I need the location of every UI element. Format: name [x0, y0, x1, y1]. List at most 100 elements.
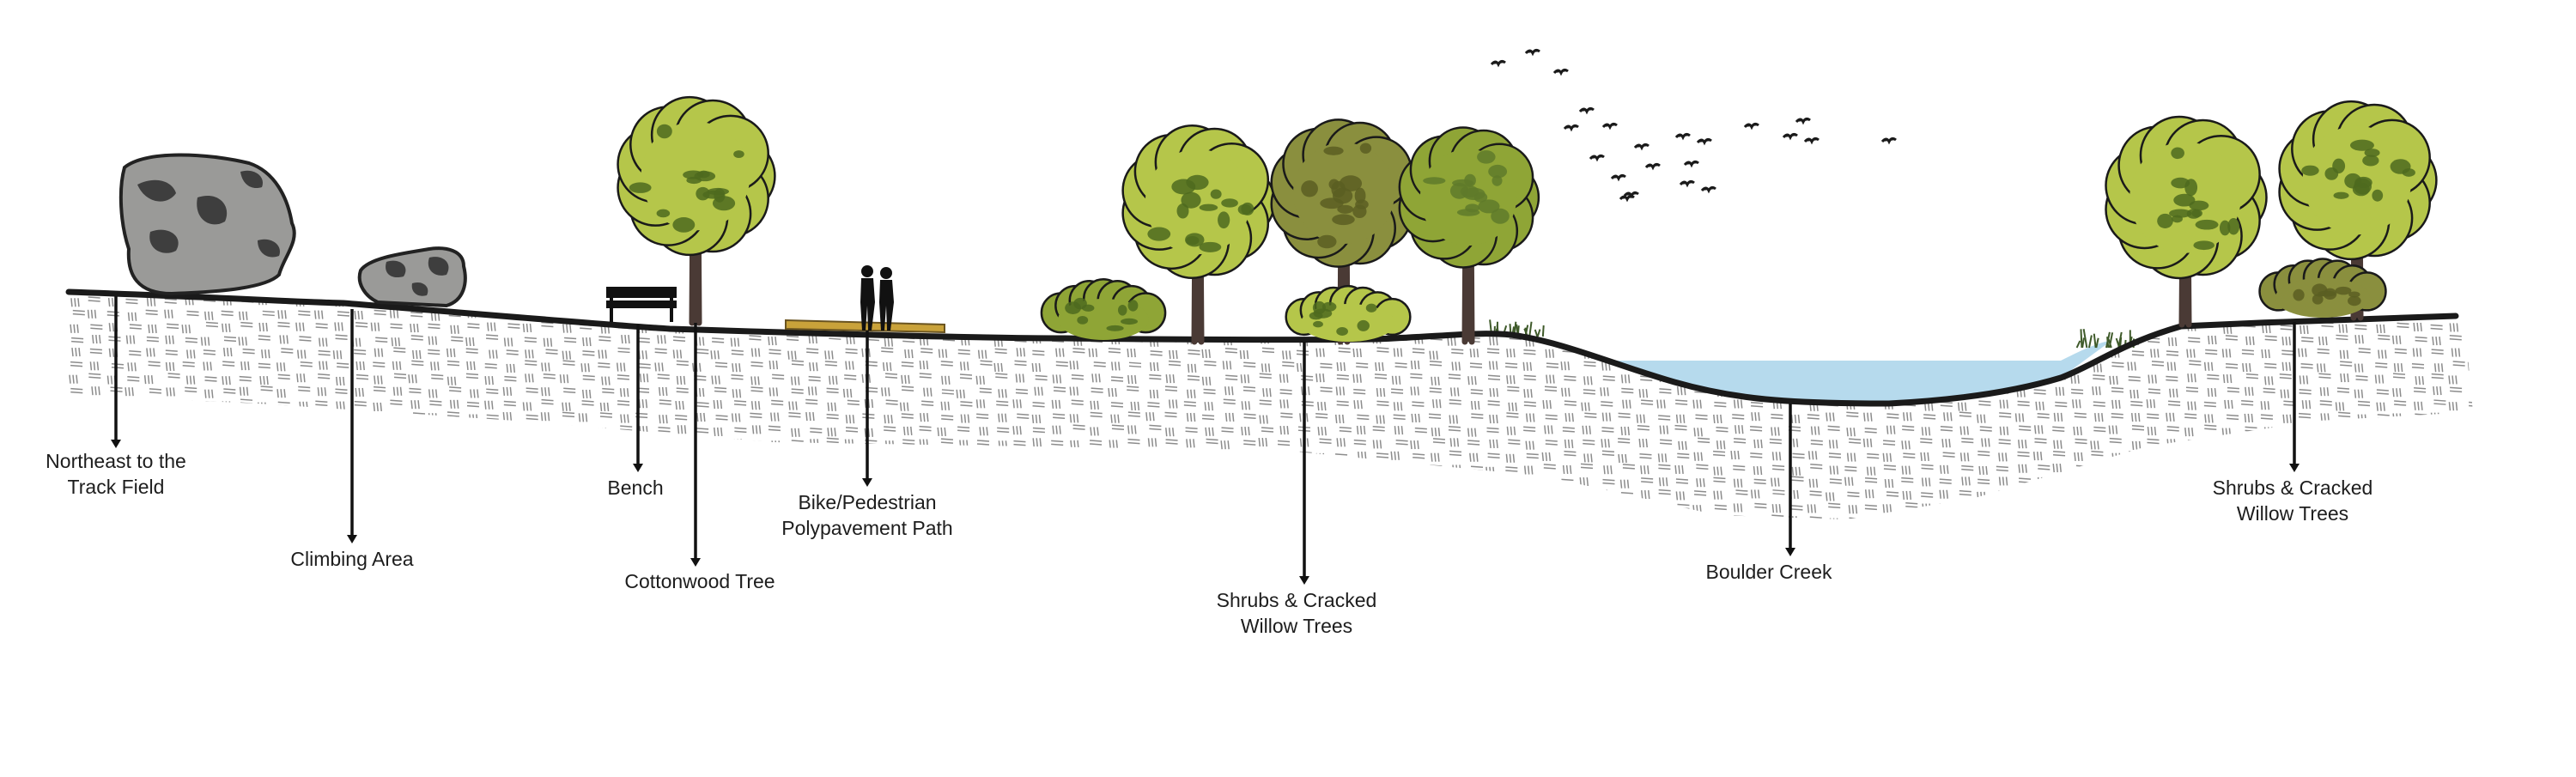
hatch-mark — [769, 325, 781, 327]
hatch-mark — [393, 373, 407, 376]
hatch-mark — [1244, 427, 1247, 436]
hatch-mark — [1583, 323, 1586, 332]
hatch-mark — [356, 491, 360, 501]
hatch-mark — [1032, 349, 1045, 353]
hatch-mark — [1777, 477, 1780, 487]
hatch-mark — [373, 389, 386, 392]
hatch-mark — [642, 426, 645, 435]
hatch-mark — [2021, 413, 2025, 422]
hatch-mark — [410, 477, 412, 487]
hatch-mark — [2093, 323, 2106, 325]
hatch-mark — [890, 337, 894, 347]
hatch-mark — [1152, 412, 1155, 422]
hatch-mark — [2452, 299, 2456, 308]
hatch-mark — [654, 464, 657, 474]
hatch-mark — [1797, 414, 1801, 424]
hatch-mark — [884, 373, 898, 375]
hatch-mark — [355, 455, 369, 458]
hatch-mark — [1662, 323, 1665, 333]
hatch-mark — [1680, 386, 1683, 396]
hatch-mark — [225, 401, 228, 410]
hatch-mark — [2261, 349, 2263, 359]
hatch-mark — [1485, 490, 1487, 500]
hatch-mark — [339, 350, 343, 360]
hatch-mark — [393, 350, 406, 353]
hatch-mark — [87, 309, 90, 319]
hatch-mark — [907, 477, 910, 486]
hatch-mark — [1489, 466, 1492, 476]
hatch-mark — [2019, 428, 2032, 432]
hatch-mark — [884, 415, 886, 424]
hatch-mark — [1243, 453, 1246, 463]
hatch-mark — [1112, 440, 1115, 449]
hatch-mark — [374, 375, 376, 385]
hatch-mark — [2075, 322, 2078, 331]
hatch-mark — [1315, 452, 1318, 462]
hatch-mark — [1088, 479, 1091, 489]
hatch-mark — [2221, 468, 2235, 470]
hatch-mark — [568, 350, 572, 360]
hatch-mark — [772, 377, 785, 380]
hatch-mark — [1492, 388, 1495, 398]
hatch-mark — [2072, 313, 2085, 317]
hatch-mark — [1072, 414, 1076, 423]
hatch-mark — [1432, 477, 1436, 487]
hatch-mark — [1018, 452, 1021, 463]
hatch-mark — [1814, 347, 1817, 357]
hatch-mark — [2079, 399, 2081, 409]
hatch-mark — [844, 463, 847, 473]
hatch-mark — [791, 363, 805, 366]
hatch-mark — [128, 387, 131, 397]
hatch-mark — [1071, 373, 1084, 377]
hatch-mark — [2303, 325, 2306, 334]
hatch-mark — [643, 452, 647, 462]
hatch-mark — [1127, 441, 1140, 445]
hatch-mark — [1222, 300, 1235, 303]
hatch-mark — [1469, 477, 1473, 486]
hatch-mark — [1662, 477, 1665, 487]
hatch-mark — [751, 425, 755, 434]
hatch-mark — [1187, 363, 1190, 373]
hatch-mark — [228, 401, 232, 410]
hatch-mark — [1850, 452, 1853, 462]
hatch-mark — [447, 489, 460, 491]
hatch-mark — [1451, 352, 1464, 355]
hatch-mark — [243, 452, 256, 455]
hatch-mark — [494, 453, 497, 463]
hatch-mark — [1414, 427, 1427, 430]
hatch-mark — [1282, 468, 1295, 470]
hatch-mark — [281, 310, 283, 319]
hatch-mark — [2245, 386, 2247, 396]
hatch-mark — [2318, 373, 2331, 376]
hatch-mark — [1846, 411, 1859, 415]
hatch-mark — [562, 350, 565, 360]
hatch-mark — [240, 430, 252, 433]
hatch-mark — [126, 403, 139, 406]
hatch-mark — [525, 494, 538, 497]
hatch-mark — [2415, 376, 2418, 385]
hatch-mark — [769, 349, 781, 352]
hatch-mark — [675, 418, 688, 421]
hatch-mark — [182, 438, 195, 440]
hatch-mark — [1523, 401, 1536, 404]
hatch-mark — [1243, 413, 1256, 416]
hatch-mark — [1315, 413, 1328, 416]
hatch-mark — [1032, 453, 1046, 456]
hatch-mark — [734, 430, 747, 434]
hatch-mark — [361, 387, 364, 398]
hatch-mark — [276, 362, 279, 372]
hatch-mark — [1961, 437, 1974, 440]
hatch-mark — [1450, 337, 1453, 346]
hatch-mark — [2392, 388, 2395, 398]
hatch-mark — [580, 455, 592, 458]
hatch-mark — [2053, 454, 2066, 457]
hatch-mark — [2033, 324, 2037, 333]
hatch-mark — [888, 387, 890, 397]
hatch-mark — [587, 309, 590, 319]
hatch-mark — [1279, 373, 1282, 383]
hatch-mark — [570, 479, 574, 489]
hatch-mark — [1543, 297, 1546, 307]
hatch-mark — [1868, 309, 1872, 319]
hatch-mark — [200, 337, 204, 346]
hatch-mark — [2450, 417, 2463, 421]
